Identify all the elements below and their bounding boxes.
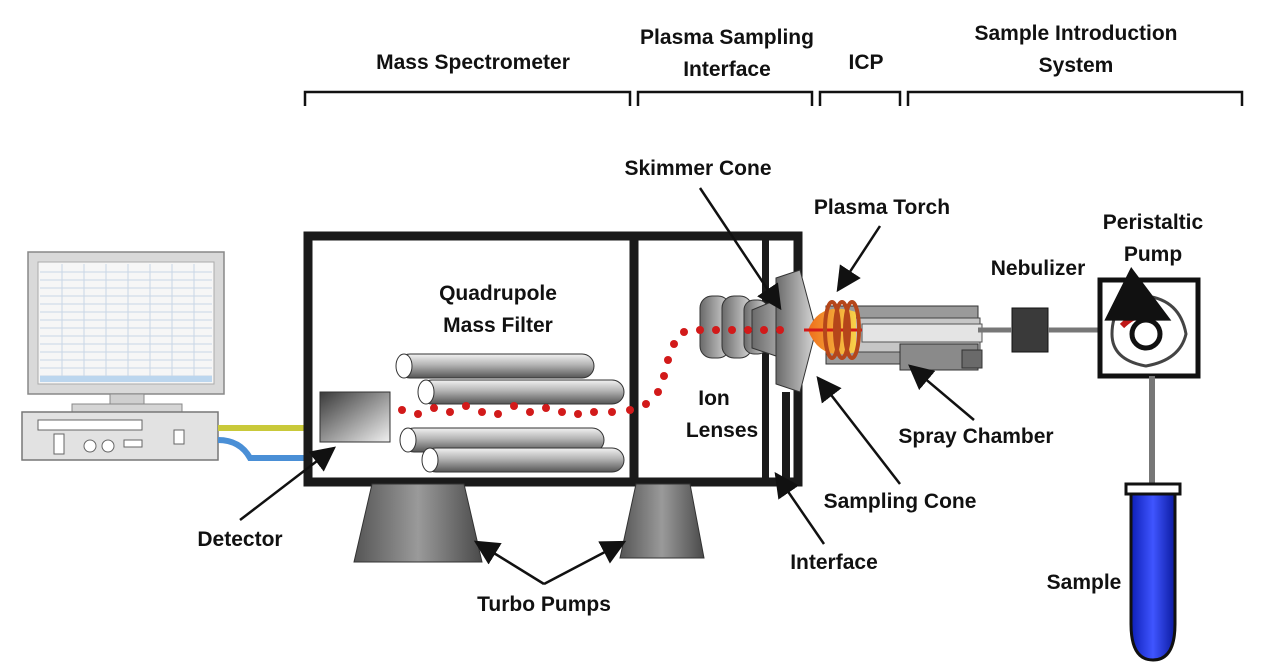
pointer-arrows	[239, 187, 975, 586]
brace-sample-introduction	[906, 90, 1244, 106]
peristaltic-pump-icon	[1097, 267, 1201, 379]
label-nebulizer: Nebulizer	[991, 257, 1086, 280]
section-title-mass-spectrometer: Mass Spectrometer	[376, 51, 570, 74]
arrow-sampling-cone	[816, 376, 901, 485]
label-quadrupole-1: Quadrupole	[439, 282, 557, 305]
detector-box	[319, 391, 391, 443]
label-interface: Interface	[790, 551, 878, 574]
label-turbo-pumps: Turbo Pumps	[477, 593, 611, 616]
pump-rotation-arrow	[1104, 267, 1172, 329]
chamber-inner-right-wall	[762, 238, 769, 482]
section-braces	[303, 90, 1244, 106]
label-detector: Detector	[197, 528, 282, 551]
interface-plate	[782, 392, 790, 484]
computer-cables	[217, 425, 304, 461]
label-ion-lenses-1: Ion	[698, 387, 730, 410]
rod-4	[421, 447, 625, 473]
section-title-icp: ICP	[848, 51, 883, 74]
label-skimmer-cone: Skimmer Cone	[624, 157, 771, 180]
sample-tube-icon	[1124, 482, 1182, 662]
arrow-detector	[239, 446, 336, 521]
label-quadrupole-2: Mass Filter	[443, 314, 553, 337]
brace-icp	[818, 90, 902, 106]
nebulizer-body	[1011, 307, 1049, 353]
brace-plasma-sampling-interface	[636, 90, 814, 106]
rod-1	[395, 353, 595, 379]
rf-coil	[823, 300, 861, 360]
section-title-plasma-sampling-1: Plasma Sampling	[640, 26, 814, 49]
computer-icon	[21, 251, 225, 461]
rod-2	[417, 379, 625, 405]
label-spray-chamber: Spray Chamber	[898, 425, 1053, 448]
plasma-torch-assembly	[804, 300, 983, 371]
label-plasma-torch: Plasma Torch	[814, 196, 950, 219]
section-title-plasma-sampling-2: Interface	[683, 58, 771, 81]
label-ion-lenses-2: Lenses	[686, 419, 758, 442]
label-sampling-cone: Sampling Cone	[824, 490, 977, 513]
label-peristaltic-pump-1: Peristaltic	[1103, 211, 1204, 234]
sampling-cone-shape	[775, 269, 817, 393]
turbo-pumps-icon	[353, 483, 705, 563]
arrow-plasma-torch	[836, 225, 882, 293]
cable-blue	[217, 437, 304, 461]
arrow-turbo-pump-left	[473, 540, 545, 586]
brace-mass-spectrometer	[303, 90, 632, 106]
arrow-turbo-pump-right	[543, 540, 627, 586]
arrow-interface	[774, 471, 826, 545]
label-peristaltic-pump-2: Pump	[1124, 243, 1182, 266]
arrow-spray-chamber	[908, 364, 975, 421]
arrow-skimmer-cone	[698, 187, 782, 311]
quadrupole-rods	[395, 353, 625, 473]
section-title-sample-intro-1: Sample Introduction	[974, 22, 1177, 45]
ion-beam	[398, 326, 784, 418]
section-title-sample-intro-2: System	[1039, 54, 1114, 77]
label-sample: Sample	[1047, 571, 1122, 594]
